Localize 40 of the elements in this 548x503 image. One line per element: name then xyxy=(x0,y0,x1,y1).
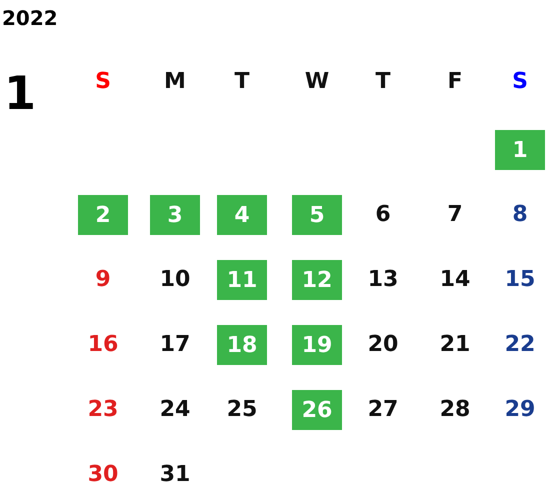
date-number: 13 xyxy=(366,269,400,291)
date-number: 27 xyxy=(366,399,400,421)
date-number: 8 xyxy=(511,204,529,226)
date-number: 6 xyxy=(374,204,392,226)
highlighted-date: 11 xyxy=(217,260,267,300)
date-number: 31 xyxy=(158,464,192,486)
date-number: 23 xyxy=(86,399,120,421)
date-number: 29 xyxy=(504,399,536,421)
date-number: 21 xyxy=(438,334,472,356)
highlighted-date: 12 xyxy=(292,260,342,300)
weekday-header: F xyxy=(446,71,464,93)
date-number: 14 xyxy=(438,269,472,291)
year-label: 2022 xyxy=(2,8,58,28)
date-number: 17 xyxy=(158,334,192,356)
highlighted-date: 19 xyxy=(292,325,342,365)
date-number: 16 xyxy=(86,334,120,356)
highlighted-date: 1 xyxy=(495,130,545,170)
weekday-header: T xyxy=(233,71,250,93)
highlighted-date: 4 xyxy=(217,195,267,235)
highlighted-date: 3 xyxy=(150,195,200,235)
weekday-header: S xyxy=(511,71,529,93)
date-number: 24 xyxy=(158,399,192,421)
date-number: 30 xyxy=(86,464,120,486)
weekday-header: T xyxy=(374,71,392,93)
highlighted-date: 5 xyxy=(292,195,342,235)
date-number: 9 xyxy=(94,269,112,291)
highlighted-date: 2 xyxy=(78,195,128,235)
weekday-header: M xyxy=(163,71,187,93)
weekday-header: S xyxy=(94,71,112,93)
month-number: 1 xyxy=(4,70,36,116)
highlighted-date: 18 xyxy=(217,325,267,365)
date-number: 28 xyxy=(438,399,472,421)
date-number: 25 xyxy=(226,399,258,421)
date-number: 22 xyxy=(504,334,536,356)
date-number: 10 xyxy=(158,269,192,291)
highlighted-date: 26 xyxy=(292,390,342,430)
weekday-header: W xyxy=(304,71,330,93)
date-number: 7 xyxy=(446,204,464,226)
date-number: 20 xyxy=(366,334,400,356)
date-number: 15 xyxy=(504,269,536,291)
